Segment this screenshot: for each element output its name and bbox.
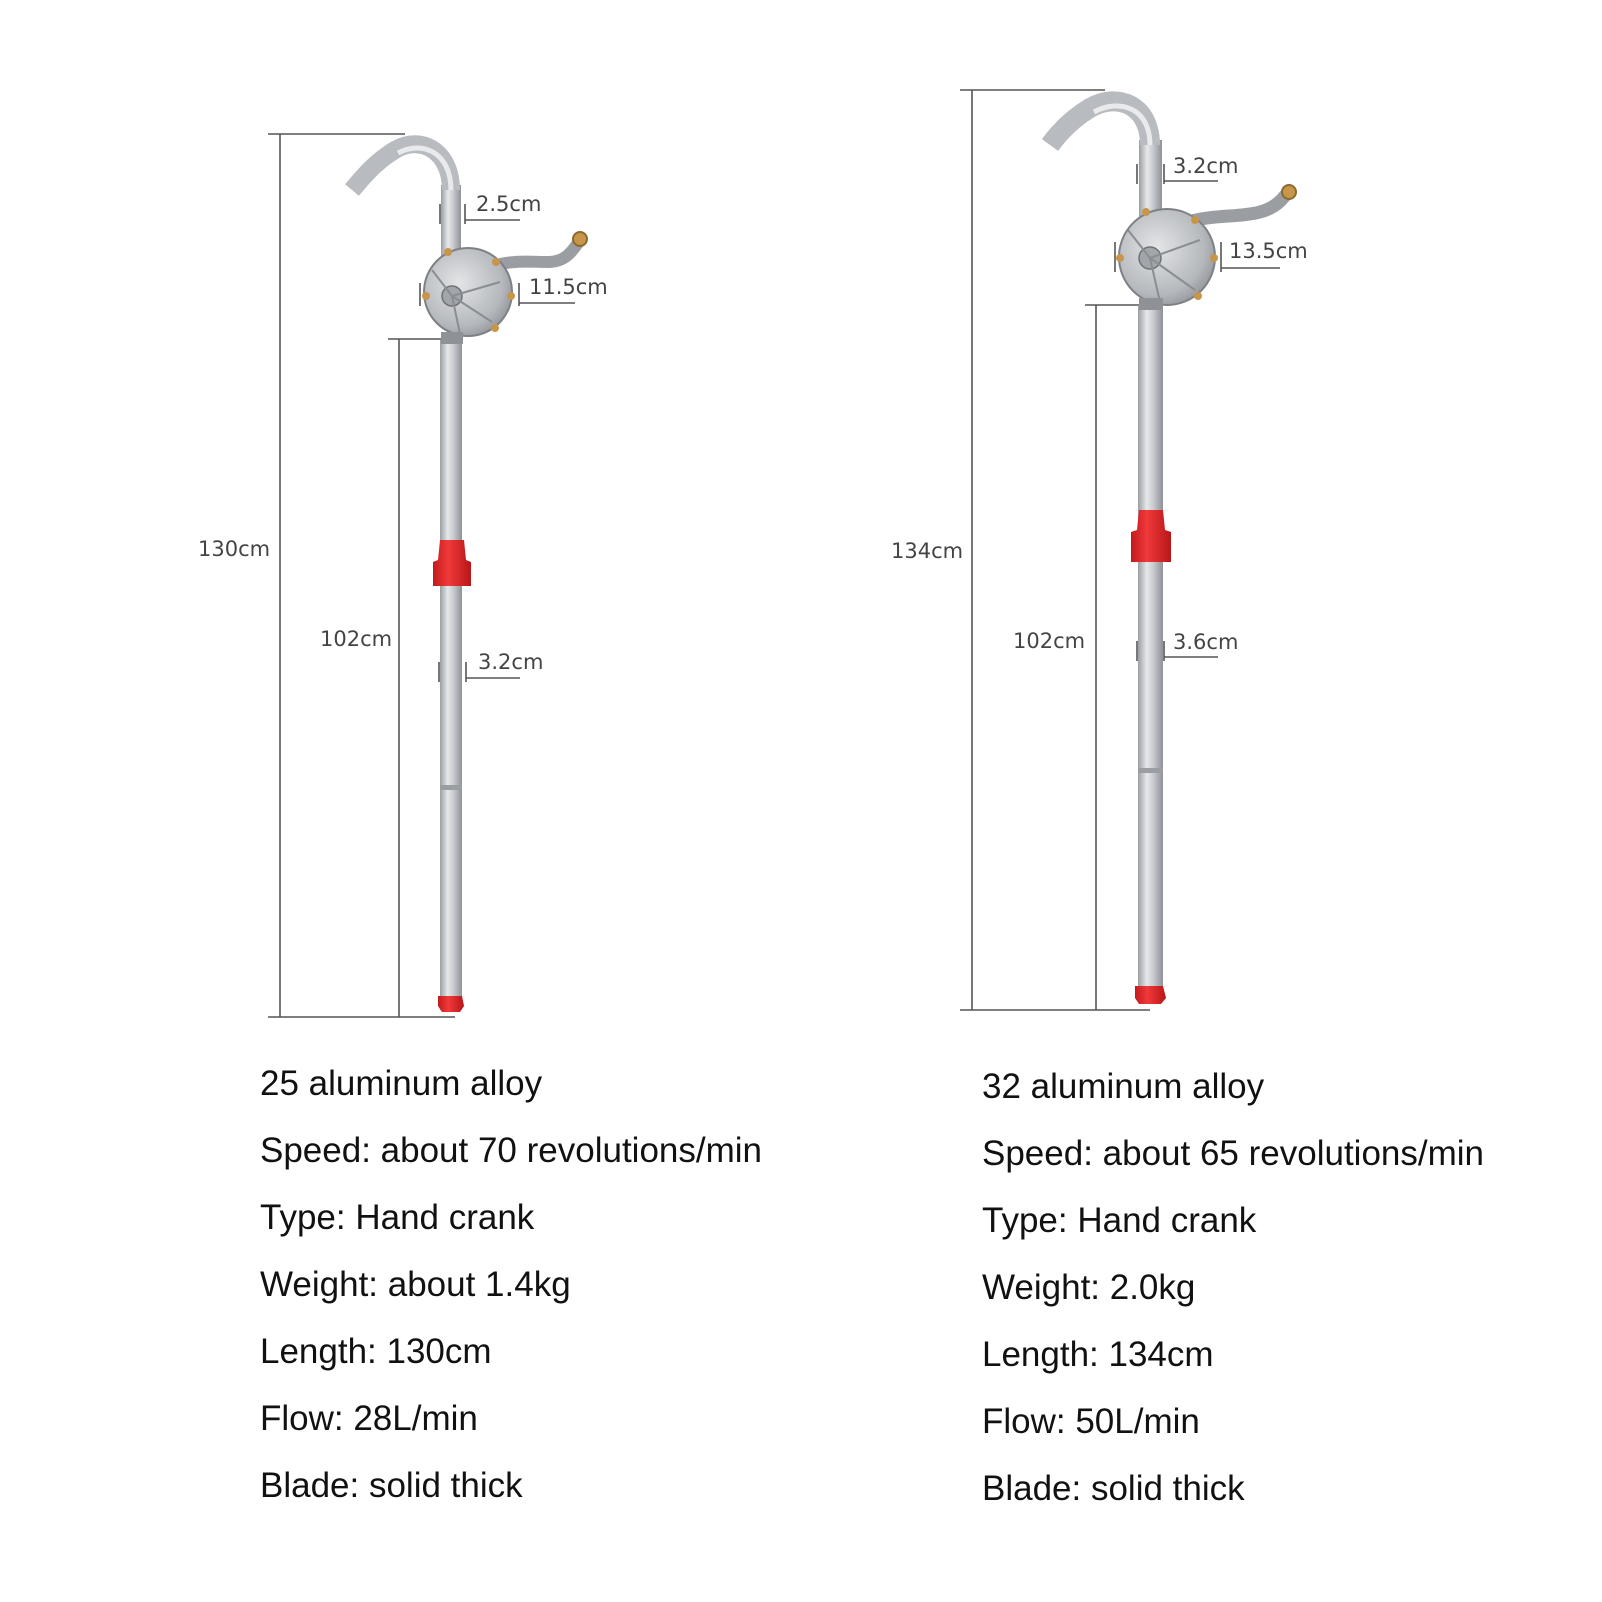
spec-type: Type: Hand crank	[260, 1198, 535, 1237]
dim-total-height-left: 130cm	[198, 537, 270, 561]
red-foot	[1135, 986, 1166, 1004]
spec-type: Type: Hand crank	[982, 1201, 1257, 1240]
dim-tube-diameter-left: 3.2cm	[478, 650, 543, 674]
dim-body-width-right: 13.5cm	[1229, 239, 1308, 263]
pump-body	[1118, 208, 1216, 306]
spec-blade: Blade: solid thick	[982, 1469, 1245, 1508]
dim-total-height-right: 134cm	[891, 539, 963, 563]
spec-speed: Speed: about 70 revolutions/min	[260, 1131, 762, 1170]
red-coupling	[433, 540, 471, 586]
discharge-riser	[441, 185, 461, 265]
dim-body-width-left: 11.5cm	[529, 275, 608, 299]
discharge-riser	[1139, 140, 1162, 230]
suction-tube	[1138, 305, 1163, 1002]
spec-material: 32 aluminum alloy	[982, 1067, 1265, 1106]
dim-tube-diameter-right: 3.6cm	[1173, 630, 1238, 654]
pump-right	[960, 89, 1297, 1011]
spec-list-right: 32 aluminum alloy Speed: about 65 revolu…	[982, 1053, 1602, 1522]
dim-outlet-diameter-left: 2.5cm	[476, 192, 541, 216]
dim-tube-length-left: 102cm	[320, 627, 392, 651]
spec-flow: Flow: 28L/min	[260, 1399, 478, 1438]
pump-left	[268, 133, 588, 1018]
spec-weight: Weight: about 1.4kg	[260, 1265, 571, 1304]
suction-tube	[440, 340, 462, 1010]
red-coupling	[1131, 510, 1171, 562]
spec-length: Length: 134cm	[982, 1335, 1214, 1374]
spec-blade: Blade: solid thick	[260, 1466, 523, 1505]
red-foot	[438, 996, 464, 1012]
spec-weight: Weight: 2.0kg	[982, 1268, 1196, 1307]
spec-list-left: 25 aluminum alloy Speed: about 70 revolu…	[260, 1050, 880, 1519]
dimension-lines-right	[960, 89, 1280, 1011]
spec-flow: Flow: 50L/min	[982, 1402, 1200, 1441]
dim-outlet-diameter-right: 3.2cm	[1173, 154, 1238, 178]
spec-length: Length: 130cm	[260, 1332, 492, 1371]
spec-speed: Speed: about 65 revolutions/min	[982, 1134, 1484, 1173]
spec-material: 25 aluminum alloy	[260, 1064, 543, 1103]
dim-tube-length-right: 102cm	[1013, 629, 1085, 653]
dimension-lines-left	[268, 133, 575, 1018]
